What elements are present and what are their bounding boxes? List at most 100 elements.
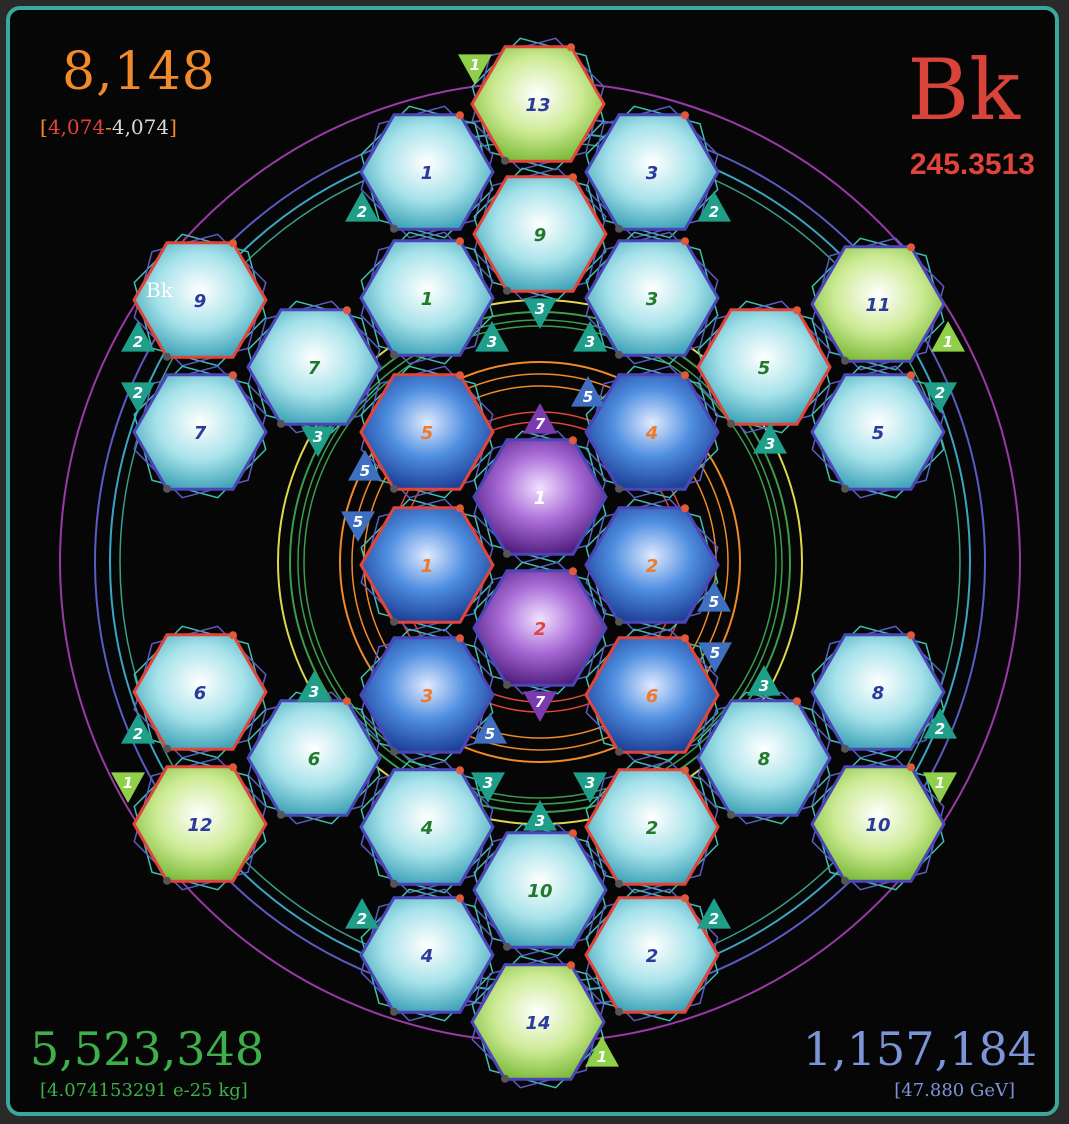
triangle-shape [111, 772, 145, 803]
hexagon-outline [811, 237, 945, 371]
triangle-shape [348, 450, 382, 481]
triangle-shape [931, 321, 965, 352]
hexagon-label: 5 [421, 423, 434, 444]
nucleon-hexagon: 1 [472, 430, 608, 564]
hexagon-outline [473, 823, 607, 957]
top-left-subvalues: [4,074-4,074] [40, 115, 177, 139]
hexagon-outline [360, 888, 494, 1022]
quark-triangle: 3 [475, 321, 509, 352]
hexagon-dot [390, 617, 398, 626]
triangle-label: 2 [357, 203, 367, 221]
hexagon-dot [681, 237, 689, 246]
triangle-shape [121, 713, 155, 744]
hexagon-dot [163, 744, 171, 753]
triangle-shape [697, 581, 731, 612]
hexagon-label: 1 [421, 556, 434, 577]
hexagon-dot [501, 156, 509, 165]
hexagon-label: 13 [525, 95, 550, 116]
triangle-shape [523, 691, 557, 722]
hexagon-dot [277, 810, 285, 819]
hexagon-outline [247, 691, 381, 825]
top-left-sub-b: 4,074 [111, 115, 170, 139]
hexagon-dot [456, 237, 464, 246]
quark-triangle: 2 [121, 321, 155, 352]
hexagon-dot [793, 697, 801, 706]
hexagon-label: 9 [194, 291, 207, 312]
element-symbol: Bk [907, 41, 1020, 139]
hexagon-outline [473, 167, 607, 301]
quark-triangle: 5 [473, 713, 507, 744]
top-left-sub-a: 4,074 [47, 115, 106, 139]
hexagon-outline [585, 231, 719, 365]
hexagon-label: 6 [308, 749, 321, 770]
nucleon-hexagon: 5 [810, 365, 946, 499]
hexagon-label: 2 [534, 619, 547, 640]
hexagon-dot [841, 484, 849, 493]
quark-triangle: 1 [585, 1036, 619, 1067]
triangle-label: 2 [935, 384, 945, 402]
triangle-shape [475, 321, 509, 352]
hexagon-dot [615, 747, 623, 756]
nucleon-hexagon: 3 [584, 105, 720, 239]
hexagon-dot [501, 1074, 509, 1083]
triangle-label: 5 [710, 644, 720, 662]
hexagon-dot [456, 766, 464, 775]
quark-triangle: 1 [111, 772, 145, 803]
nucleon-hexagon: 1 [359, 498, 495, 632]
triangle-label: 5 [485, 725, 495, 743]
nucleon-hexagon: 2 [584, 760, 720, 894]
hexagon-outline [471, 37, 605, 171]
triangle-label: 7 [535, 693, 546, 711]
hexagon-dot [229, 371, 237, 380]
bottom-left-mass-kg: [4.074153291 e-25 kg] [40, 1080, 248, 1101]
hexagon-dot [503, 680, 511, 689]
nucleon-hexagon: 5 [359, 365, 495, 499]
quark-triangle: 1 [923, 772, 957, 803]
triangle-label: 2 [133, 333, 143, 351]
hexagon-dot [615, 1007, 623, 1016]
hexagon-label: 4 [420, 818, 434, 839]
hexagon-dot [727, 419, 735, 428]
hexagon-label: 10 [865, 815, 890, 836]
hexagon-outline [473, 167, 607, 301]
quark-triangle: 3 [523, 800, 557, 831]
triangle-shape [523, 800, 557, 831]
quark-triangle: 7 [523, 691, 557, 722]
nucleon-hexagon: 9 [472, 167, 608, 301]
hexagon-dot [681, 634, 689, 643]
triangle-shape [923, 382, 957, 413]
hexagon-dot [841, 744, 849, 753]
hexagon-label: 8 [758, 749, 771, 770]
nucleon-hexagon: 2 [584, 498, 720, 632]
quark-triangle: 5 [697, 581, 731, 612]
hexagon-dot [277, 419, 285, 428]
hexagon-label: 11 [865, 295, 890, 316]
quark-triangle: 5 [698, 642, 732, 673]
nucleon-hexagon: 4 [359, 760, 495, 894]
triangle-label: 3 [759, 677, 769, 695]
hexagon-label: 8 [872, 683, 885, 704]
triangle-label: 2 [357, 910, 367, 928]
quark-triangle: 3 [523, 298, 557, 329]
hexagon-outline [585, 498, 719, 632]
hexagon-label: 4 [645, 423, 659, 444]
nucleon-hexagon: 6 [584, 628, 720, 762]
hexagon-dot [681, 894, 689, 903]
nucleon-hexagon: 7 [246, 300, 382, 434]
hexagon-outline [473, 823, 607, 957]
hexagon-label: 3 [646, 163, 659, 184]
hexagon-dot [163, 484, 171, 493]
triangle-label: 2 [935, 720, 945, 738]
hexagon-label: 7 [308, 358, 321, 379]
triangle-label: 2 [709, 203, 719, 221]
hexagon-outline [133, 757, 267, 891]
quark-triangle: 3 [753, 423, 787, 454]
triangle-label: 3 [313, 428, 323, 446]
hexagon-dot [793, 306, 801, 315]
nucleon-hexagon: 4 [359, 888, 495, 1022]
hexagon-label: 1 [534, 488, 547, 509]
hexagon-dot [390, 747, 398, 756]
hexagon-outline [471, 37, 605, 171]
